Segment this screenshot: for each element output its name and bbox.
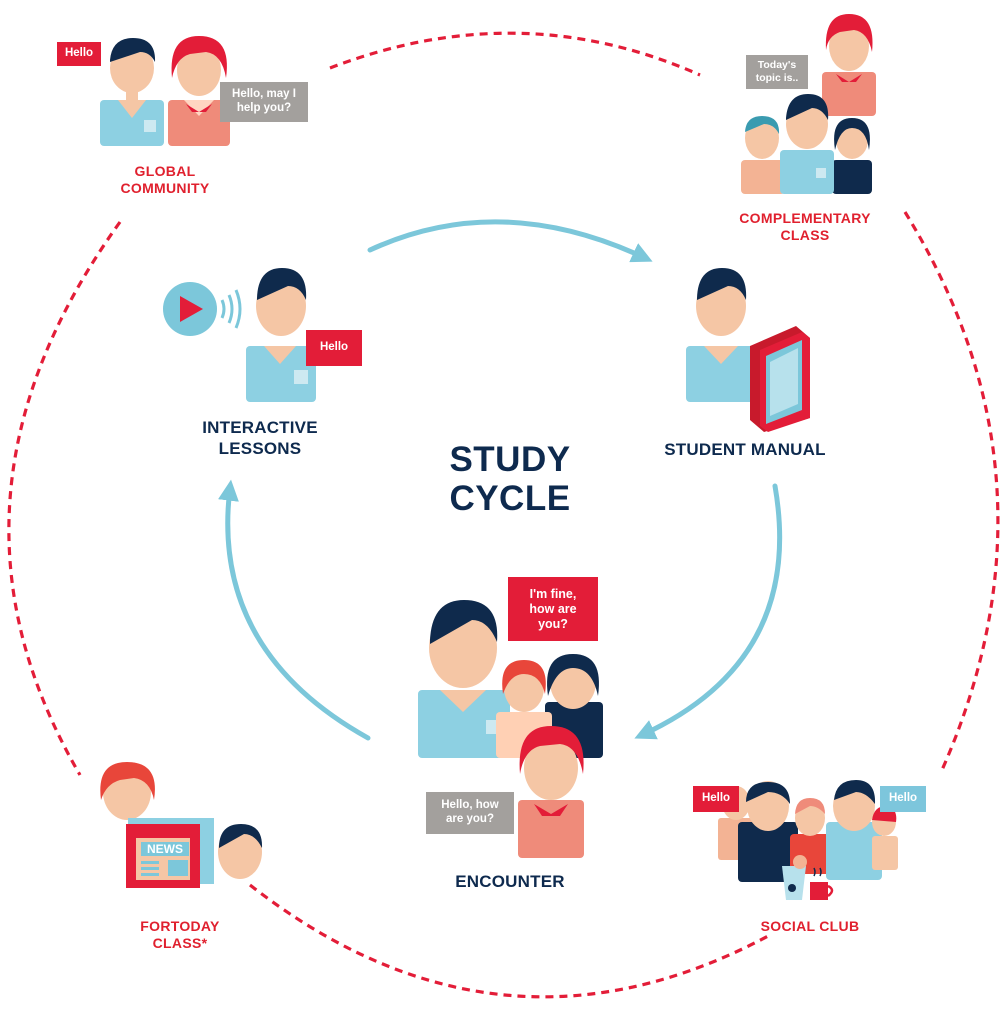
- fine-line-2: how are: [529, 601, 577, 616]
- social-hello-right-text: Hello: [888, 792, 918, 805]
- howare-line-2: are you?: [446, 813, 494, 825]
- student-manual-text: STUDENT MANUAL: [664, 440, 826, 459]
- social-club-label: SOCIAL CLUB: [740, 918, 880, 935]
- global-community-line-2: COMMUNITY: [120, 180, 210, 197]
- global-hello-bubble: Hello: [57, 42, 101, 66]
- interactive-hello-bubble: Hello: [306, 330, 362, 366]
- woman-front-icon: [518, 726, 584, 858]
- arrow-top: [367, 219, 653, 263]
- dashed-arc-top: [329, 31, 701, 77]
- student-teal-hair-icon: [741, 116, 785, 194]
- fortoday-class-illustration: [100, 762, 263, 888]
- social-hello-right-bubble: Hello: [880, 786, 926, 812]
- interactive-lessons-line-1: INTERACTIVE: [202, 418, 318, 437]
- encounter-text: ENCOUNTER: [455, 872, 565, 891]
- man-left-icon: [418, 600, 510, 758]
- news-text: NEWS: [147, 841, 183, 856]
- fine-line-3: you?: [538, 616, 568, 631]
- global-community-line-1: GLOBAL: [134, 163, 196, 179]
- global-community-label: GLOBAL COMMUNITY: [90, 163, 240, 197]
- global-help-line-2: help you?: [236, 102, 292, 114]
- fortoday-class-line-1: FORTODAY: [140, 918, 220, 934]
- howare-line-1: Hello, how: [441, 799, 499, 812]
- arrow-right: [634, 483, 783, 740]
- teacher-woman-icon: [822, 14, 876, 116]
- social-club-illustration: [718, 780, 898, 900]
- video-play-icon: [163, 282, 242, 336]
- interactive-hello-text: Hello: [319, 341, 349, 354]
- study-cycle-title: STUDY CYCLE: [420, 440, 600, 518]
- man-reader-icon: [218, 824, 263, 879]
- topic-line-1: Today's: [757, 59, 797, 72]
- woman-reader-icon: [100, 762, 155, 820]
- tablet-icon: [750, 326, 810, 432]
- interactive-lessons-illustration: [163, 268, 316, 402]
- dashed-arc-bottom: [249, 883, 771, 999]
- dashed-arc-right: [903, 211, 1000, 771]
- complementary-class-illustration: [741, 14, 876, 194]
- fine-line-1: I'm fine,: [529, 586, 577, 601]
- student-manual-illustration: [686, 268, 810, 432]
- fortoday-class-line-2: CLASS*: [152, 935, 208, 952]
- person-woman-icon: [168, 36, 230, 146]
- title-line-2: CYCLE: [449, 479, 571, 519]
- encounter-illustration: [418, 600, 603, 858]
- interactive-lessons-label: INTERACTIVE LESSONS: [170, 418, 350, 459]
- global-hello-text: Hello: [64, 47, 94, 60]
- person-man-icon: [100, 38, 164, 146]
- topic-line-2: topic is..: [755, 72, 799, 84]
- cycle-arrows: [218, 219, 783, 741]
- encounter-label: ENCOUNTER: [420, 872, 600, 893]
- complementary-class-line-2: CLASS: [780, 227, 830, 244]
- drink-glass-icon: [782, 855, 807, 900]
- student-man-center-icon: [780, 94, 834, 194]
- global-help-line-1: Hello, may I: [232, 88, 296, 101]
- interactive-lessons-line-2: LESSONS: [218, 438, 302, 458]
- person-right-small-icon: [872, 806, 898, 870]
- dashed-arc-left: [7, 221, 122, 776]
- arrow-left: [218, 479, 371, 741]
- news-label: NEWS: [141, 841, 189, 857]
- person-blue-shirt-icon: [826, 780, 882, 880]
- complementary-class-line-1: COMPLEMENTARY: [739, 210, 871, 226]
- complementary-class-label: COMPLEMENTARY CLASS: [715, 210, 895, 244]
- social-hello-left-text: Hello: [701, 792, 731, 805]
- title-line-1: STUDY: [449, 440, 571, 479]
- newspaper-icon: [126, 818, 214, 888]
- social-hello-left-bubble: Hello: [693, 786, 739, 812]
- global-community-illustration: [100, 36, 230, 146]
- social-club-text: SOCIAL CLUB: [760, 918, 860, 934]
- student-woman-navy-icon: [832, 118, 872, 194]
- student-man-icon: [246, 268, 316, 402]
- student-manual-label: STUDENT MANUAL: [630, 440, 860, 461]
- fortoday-class-label: FORTODAY CLASS*: [110, 918, 250, 952]
- student-man-icon-2: [686, 268, 758, 402]
- outer-dashed-ring: [7, 31, 1000, 999]
- coffee-cup-icon: [810, 867, 834, 900]
